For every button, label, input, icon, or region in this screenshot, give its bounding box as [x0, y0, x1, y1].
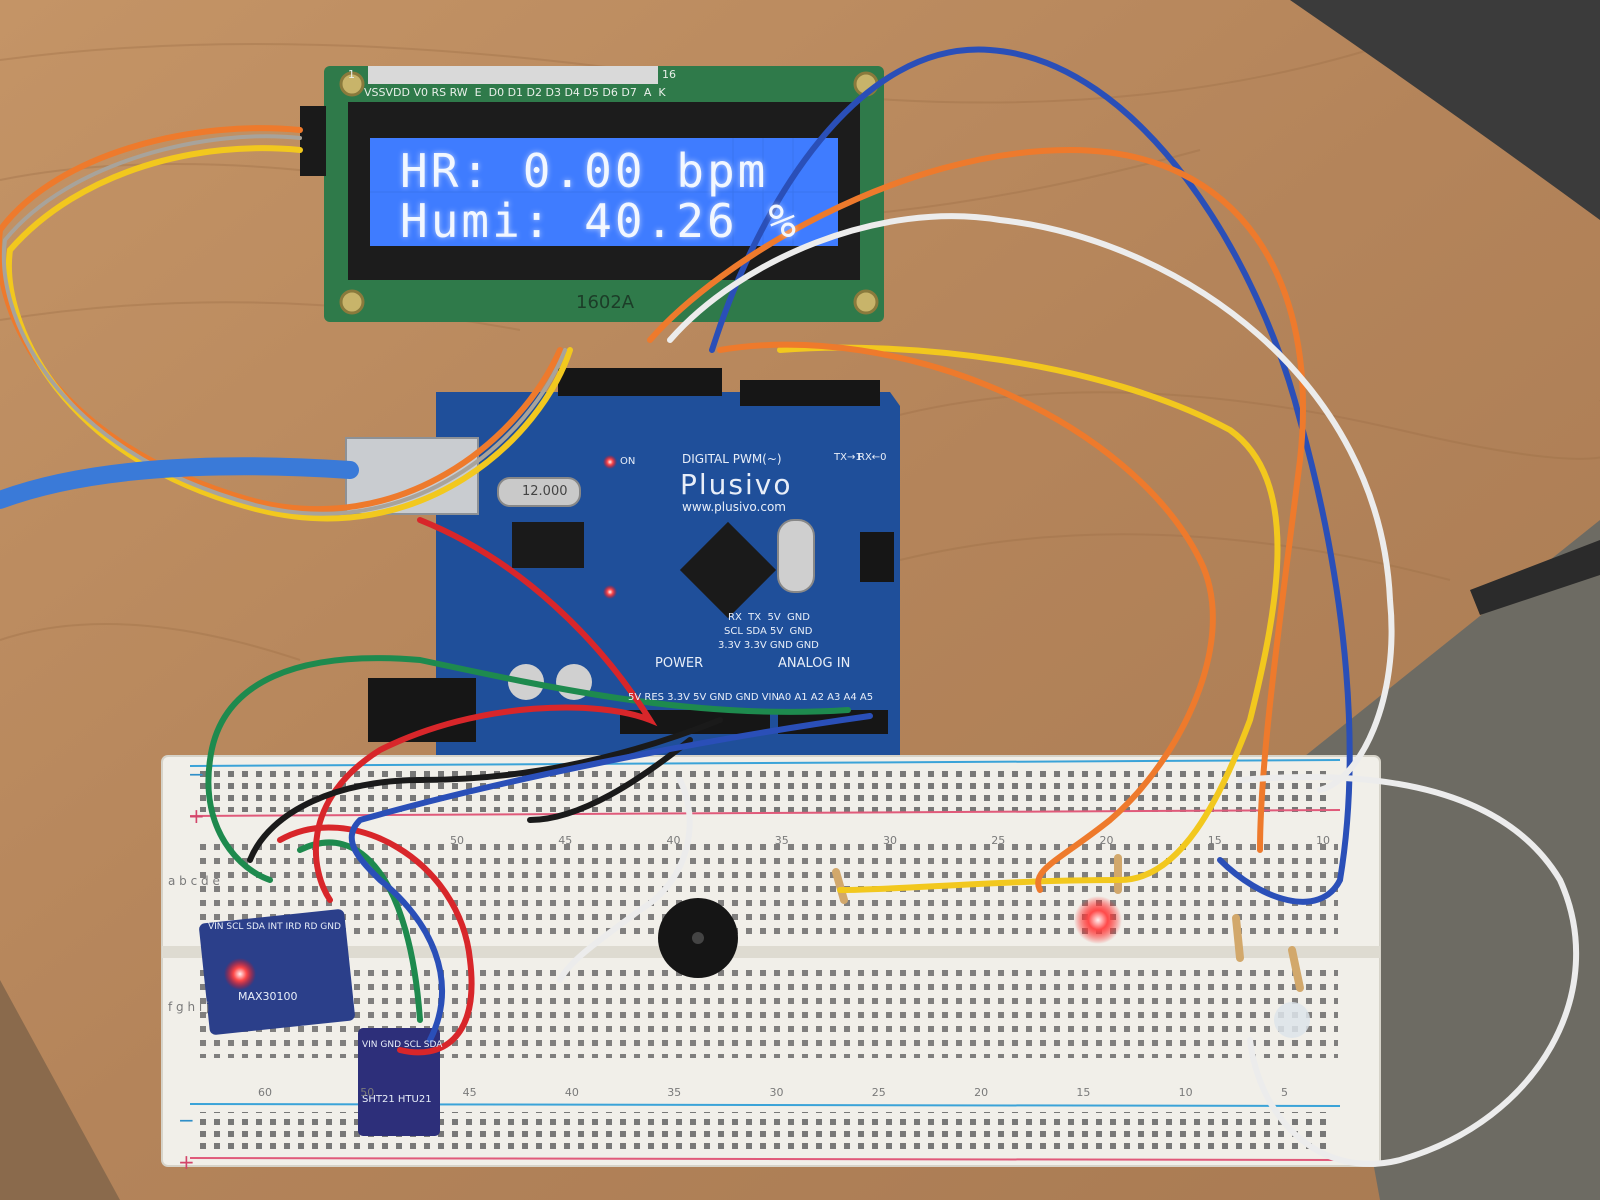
- col-num: 20: [974, 1086, 989, 1099]
- i2c-backpack: [300, 106, 326, 176]
- bottom-row-letters: f g h i j: [168, 1000, 210, 1014]
- col-num: 20: [1099, 834, 1114, 847]
- col-num: 60: [258, 1086, 272, 1099]
- lcd-model-label: 1602A: [576, 292, 635, 313]
- lcd-header-pins: [368, 66, 658, 84]
- chair-leg: [1470, 540, 1600, 615]
- usb-chip: [512, 522, 584, 568]
- header-row-1: RX TX 5V GND: [728, 612, 810, 623]
- sht21-label: SHT21 HTU21: [362, 1094, 432, 1105]
- top-row-letters: a b c d e: [168, 874, 220, 888]
- max30100-sensor: [199, 909, 355, 1035]
- arduino-board: [345, 368, 900, 758]
- floor-background-lower: [0, 980, 120, 1200]
- max30100-label: MAX30100: [238, 990, 298, 1003]
- col-num: 15: [1076, 1086, 1091, 1099]
- header-row-2: SCL SDA 5V GND: [724, 626, 813, 637]
- on-led: [603, 455, 617, 469]
- lcd-line-1: HR: 0.00 bpm: [400, 144, 769, 198]
- buzzer-hole: [692, 932, 704, 944]
- on-label: ON: [620, 456, 636, 467]
- col-num: 30: [883, 834, 897, 847]
- max30100-pcb: [199, 909, 355, 1035]
- wire-red-1: [312, 517, 658, 903]
- lcd-module: [300, 66, 884, 322]
- resistor-3: [1288, 946, 1304, 992]
- top-rail-plus: +: [188, 804, 205, 828]
- clear-led: [1274, 1002, 1310, 1038]
- col-num: 35: [774, 834, 789, 847]
- analog-pin-labels: A0 A1 A2 A3 A4 A5: [778, 692, 874, 703]
- wire-white-short: [557, 777, 693, 983]
- wire-usb-bundle-grey: [1, 134, 567, 516]
- bottom-rail-minus: −: [178, 1108, 195, 1132]
- lcd-pin-first: 1: [348, 68, 355, 81]
- wire-blue-usb-cable: [0, 457, 359, 509]
- jumper-wires: [0, 46, 1579, 1167]
- crystal-label: 12.000: [522, 484, 568, 499]
- wire-white-long: [667, 213, 1395, 793]
- resistor-2: [1232, 914, 1244, 962]
- arduino-website: www.plusivo.com: [682, 500, 786, 514]
- col-num: 50: [360, 1086, 375, 1099]
- breadboard: [161, 755, 1381, 1167]
- wire-blue-long: [709, 46, 1353, 905]
- power-label: POWER: [655, 656, 704, 671]
- sht21-pin-labels: VIN GND SCL SDA: [362, 1040, 443, 1050]
- col-num: 45: [558, 834, 573, 847]
- resonator: [777, 519, 815, 593]
- bottom-rail-red-line: [189, 1157, 1341, 1161]
- red-led: [1074, 896, 1122, 944]
- top-rail-blue-line: [189, 759, 1341, 767]
- col-num: 30: [769, 1086, 784, 1099]
- col-num: 35: [667, 1086, 682, 1099]
- col-num: 25: [991, 834, 1006, 847]
- icsp-header: [860, 532, 894, 582]
- col-num: 50: [450, 834, 464, 847]
- digital-header-right: [740, 380, 880, 406]
- rx-label: RX←0: [858, 452, 887, 463]
- col-num: 45: [462, 1086, 477, 1099]
- max30100-led: [224, 958, 256, 990]
- resistor-4: [832, 868, 848, 904]
- power-pin-labels: 5V RES 3.3V 5V GND GND VIN: [628, 692, 779, 703]
- col-num: 25: [871, 1086, 886, 1099]
- wire-orange-long: [647, 146, 1306, 853]
- lcd-line-2: Humi: 40.26 %: [400, 194, 800, 248]
- col-num: 10: [1178, 1086, 1193, 1099]
- max30100-pin-labels: VIN SCL SDA INT IRD RD GND: [208, 922, 341, 932]
- tx-led: [603, 585, 617, 599]
- wire-black: [247, 717, 723, 863]
- wire-blue-short: [348, 713, 873, 1043]
- col-num: 40: [564, 1086, 579, 1099]
- wire-white-loop: [1237, 773, 1579, 1167]
- arduino-brand: Plusivo: [680, 468, 793, 501]
- col-num: 5: [1280, 1086, 1288, 1099]
- laptop-corner: [1290, 0, 1600, 220]
- wire-green: [205, 655, 851, 1023]
- header-row-3: 3.3V 3.3V GND GND: [718, 640, 819, 651]
- bottom-rail-plus: +: [178, 1150, 195, 1174]
- digital-pwm-label: DIGITAL PWM(~): [682, 452, 782, 466]
- wire-yellow: [777, 344, 1281, 893]
- col-num: 15: [1207, 834, 1222, 847]
- lcd-pin-last: 16: [662, 68, 676, 81]
- tx-label: TX→1: [834, 452, 862, 463]
- col-num: 40: [666, 834, 681, 847]
- top-column-numbers: 50 45 40 35 30 25 20 15 10: [450, 834, 1330, 847]
- col-num: 10: [1316, 834, 1330, 847]
- bottom-column-numbers: 60 50 45 40 35 30 25 20 15 10 5: [258, 1086, 1288, 1099]
- top-rail-minus: −: [188, 762, 205, 786]
- analog-in-label: ANALOG IN: [778, 656, 851, 671]
- wire-orange-2: [717, 341, 1216, 893]
- wire-red-2: [277, 824, 475, 1056]
- lcd-pin-labels: VSSVDD V0 RS RW E D0 D1 D2 D3 D4 D5 D6 D…: [364, 86, 666, 99]
- digital-header-left: [558, 368, 722, 396]
- resistors: [832, 854, 1304, 992]
- crystal: [497, 477, 581, 507]
- microcontroller-chip: [679, 521, 777, 619]
